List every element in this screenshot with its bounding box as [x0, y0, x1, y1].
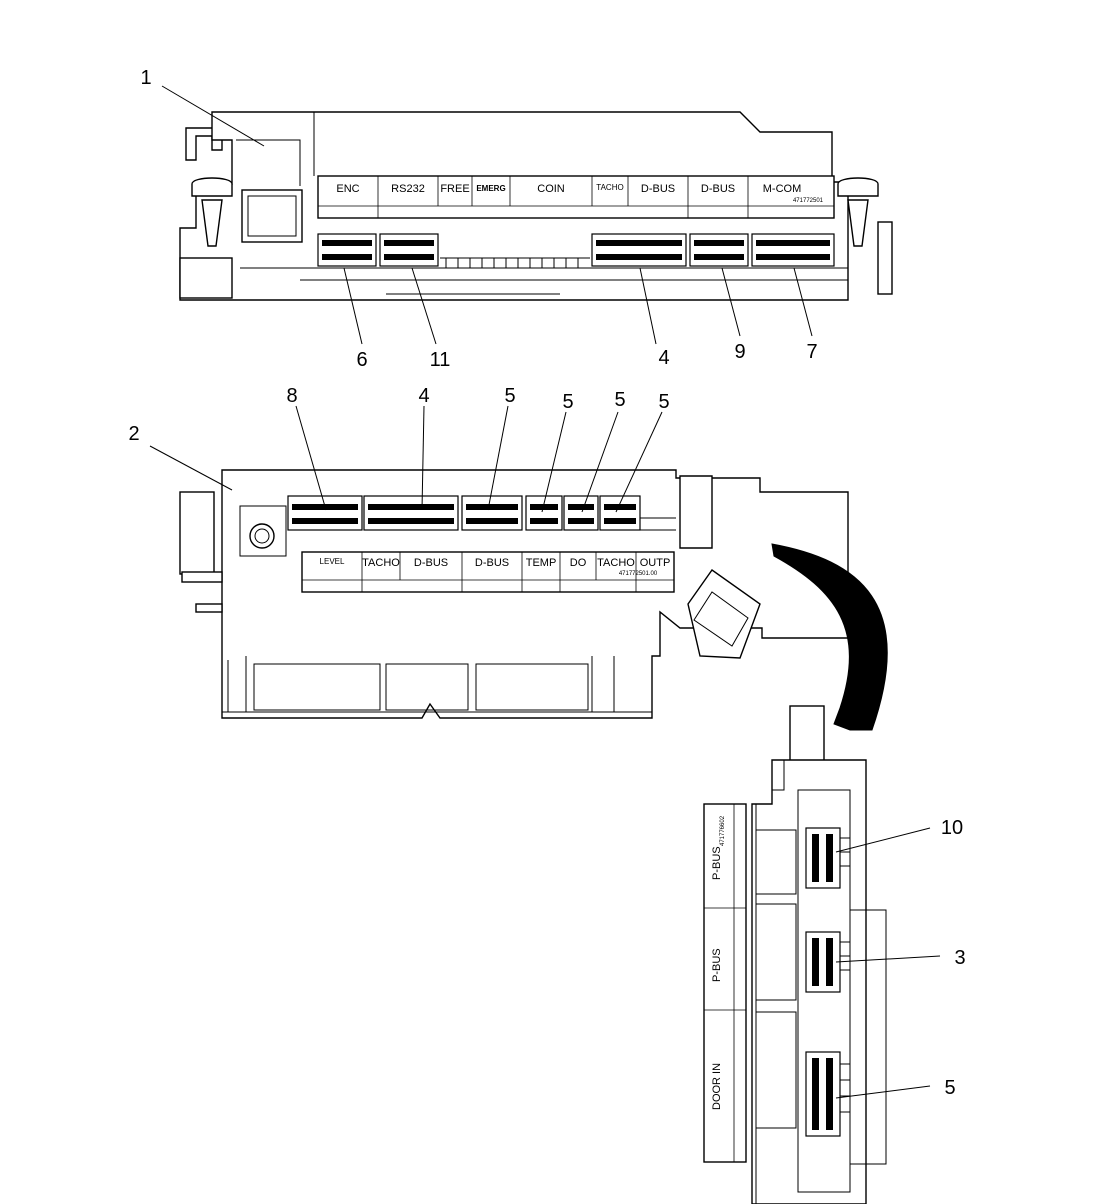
label-enc: ENC — [336, 183, 359, 195]
callout-4-mid: 4 — [418, 385, 429, 407]
unit-1-knob-left — [191, 177, 233, 197]
label-pbus-2: P-BUS — [711, 948, 723, 982]
unit-1-leaders — [161, 85, 813, 345]
label-part-no-3: 471776602 — [720, 815, 726, 846]
callouts: 1 6 11 4 9 7 2 8 4 5 5 5 5 10 3 5 — [128, 67, 965, 1099]
connector-mcom — [751, 233, 835, 267]
label-pbus-1: P-BUS — [711, 846, 723, 880]
callout-2: 2 — [128, 423, 139, 445]
unit-2-leaders — [149, 405, 663, 513]
callout-5-c: 5 — [614, 389, 625, 411]
label-door-in: DOOR IN — [711, 1063, 723, 1110]
callout-4-top: 4 — [658, 347, 669, 369]
callout-9: 9 — [734, 341, 745, 363]
unit-1-pins — [322, 240, 830, 260]
label-free: FREE — [440, 183, 469, 195]
unit-2-label-strip — [301, 551, 675, 593]
callout-10: 10 — [941, 817, 963, 839]
unit-2-clip-left — [179, 491, 215, 575]
callout-5-b: 5 — [562, 391, 573, 413]
connector-tacho-dbus — [363, 495, 459, 531]
connector-enc — [317, 233, 377, 267]
unit-2-screw-hole — [249, 523, 275, 549]
callout-7: 7 — [806, 341, 817, 363]
callout-5-d: 5 — [658, 391, 669, 413]
callout-5-a: 5 — [504, 385, 515, 407]
label-rs232: RS232 — [391, 183, 425, 195]
connector-dbus — [689, 233, 749, 267]
label-part-no-1: 471772501 — [793, 198, 824, 204]
label-tacho-2: TACHO — [597, 557, 635, 569]
label-part-no-2: 471772501.00 — [619, 571, 658, 577]
callout-5-e: 5 — [944, 1077, 955, 1099]
label-outp: OUTP — [640, 557, 671, 569]
connector-pbus-1 — [805, 827, 841, 889]
connector-door-in — [805, 1051, 841, 1137]
curved-arrow — [771, 543, 888, 731]
label-dbus-1: D-BUS — [641, 183, 675, 195]
callout-1: 1 — [140, 67, 151, 89]
label-tacho: TACHO — [596, 183, 623, 192]
unit-2: LEVEL TACHO D-BUS D-BUS TEMP DO TACHO OU… — [179, 469, 849, 719]
label-mcom: M-COM — [763, 183, 802, 195]
connector-dbus — [461, 495, 523, 531]
label-dbus-3: D-BUS — [414, 557, 448, 569]
connector-rs232 — [379, 233, 439, 267]
label-coin: COIN — [537, 183, 565, 195]
label-dbus-4: D-BUS — [475, 557, 509, 569]
connector-pbus-2 — [805, 931, 841, 993]
connector-level — [287, 495, 363, 531]
label-tacho-1: TACHO — [362, 557, 400, 569]
unit-1-clip-left — [241, 189, 303, 243]
label-temp: TEMP — [526, 557, 557, 569]
label-do: DO — [570, 557, 587, 569]
label-dbus-2: D-BUS — [701, 183, 735, 195]
label-emerg: EMERG — [476, 184, 505, 193]
connector-tacho — [599, 495, 641, 531]
callout-11: 11 — [430, 349, 451, 371]
unit-3-pins — [812, 834, 833, 1130]
connector-temp — [525, 495, 563, 531]
unit-3: P-BUS 471776602 P-BUS DOOR IN — [703, 705, 887, 1204]
unit-1: ENC RS232 FREE EMERG COIN TACHO D-BUS D-… — [179, 111, 893, 301]
callout-8: 8 — [286, 385, 297, 407]
unit-2-hook — [687, 569, 761, 659]
label-level: LEVEL — [320, 557, 345, 566]
unit-3-leaders — [835, 827, 941, 1099]
unit-3-label-strip — [703, 803, 747, 1163]
unit-1-knob-right — [837, 177, 879, 197]
unit-2-hook-post — [679, 475, 713, 549]
connector-coin — [591, 233, 687, 267]
connector-do — [563, 495, 599, 531]
callout-3: 3 — [954, 947, 965, 969]
callout-6: 6 — [356, 349, 367, 371]
